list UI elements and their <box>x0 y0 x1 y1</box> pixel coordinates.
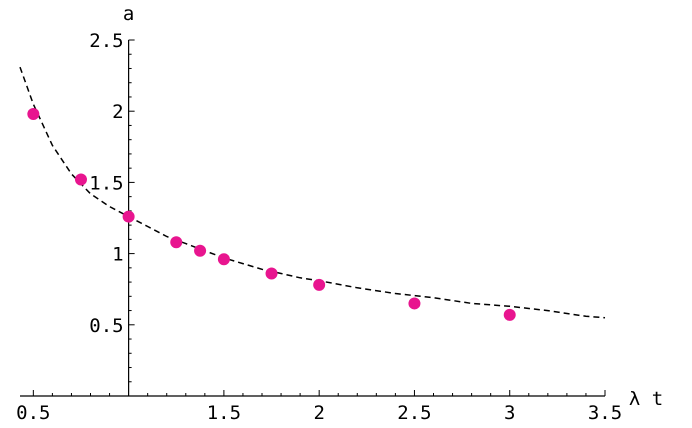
data-point <box>74 173 87 186</box>
data-point <box>217 253 230 266</box>
y-tick-label: 0.5 <box>89 315 123 337</box>
x-tick-label: 0.5 <box>16 402 50 424</box>
x-tick-label: 2 <box>313 402 324 424</box>
data-point <box>122 210 135 223</box>
x-tick-label: 3.5 <box>588 402 622 424</box>
y-tick-label: 2 <box>112 101 123 123</box>
x-tick-label: 3 <box>504 402 515 424</box>
data-points <box>27 108 516 321</box>
y-tick-label: 1 <box>112 244 123 266</box>
data-point <box>27 108 40 121</box>
y-tick-label: 1.5 <box>89 172 123 194</box>
data-point <box>170 236 183 249</box>
data-point <box>194 244 207 257</box>
y-axis-title: a <box>123 3 134 25</box>
data-point <box>503 308 516 321</box>
x-tick-label: 2.5 <box>397 402 431 424</box>
fit-curve-layer <box>19 66 606 319</box>
x-axis-title: λ t <box>629 388 663 410</box>
x-tick-label: 1.5 <box>207 402 241 424</box>
tick-labels: 0.5 1.5 2 2.5 3 3.5 0.5 1 1.5 2 2.5 λ t a <box>16 3 663 424</box>
data-point <box>265 267 278 280</box>
data-point <box>408 297 421 310</box>
y-tick-label: 2.5 <box>89 30 123 52</box>
fit-curve <box>19 66 606 319</box>
axes <box>20 39 606 397</box>
data-point <box>313 278 326 291</box>
